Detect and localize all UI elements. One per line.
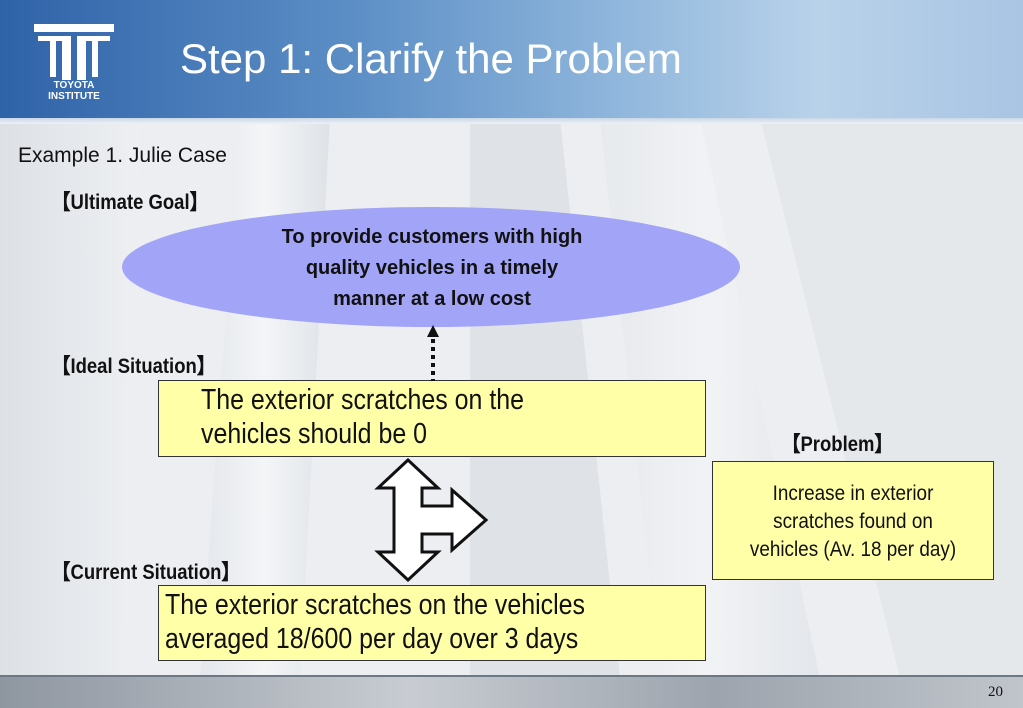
ultimate-goal-line3: manner at a low cost bbox=[333, 288, 531, 310]
example-subtitle: Example 1. Julie Case bbox=[18, 144, 227, 167]
ideal-situation-label: 【Ideal Situation】 bbox=[52, 355, 216, 378]
ideal-situation-line2: vehicles should be 0 bbox=[201, 418, 428, 450]
slide-title: Step 1: Clarify the Problem bbox=[180, 35, 682, 82]
gap-arrow-icon bbox=[374, 458, 489, 582]
ultimate-goal-line1: To provide customers with high bbox=[281, 226, 583, 248]
footer-bar bbox=[0, 677, 1023, 708]
ultimate-goal-text: To provide customers with high quality v… bbox=[212, 222, 652, 315]
current-situation-label: 【Current Situation】 bbox=[52, 561, 240, 584]
header-separator bbox=[0, 118, 1023, 124]
ultimate-goal-line2: quality vehicles in a timely bbox=[305, 257, 559, 279]
current-situation-box: The exterior scratches on the vehicles a… bbox=[158, 585, 706, 661]
toyota-institute-logo bbox=[34, 24, 114, 80]
current-situation-line1: The exterior scratches on the vehicles bbox=[165, 589, 586, 621]
current-situation-text: The exterior scratches on the vehicles a… bbox=[165, 588, 585, 656]
ultimate-goal-label: 【Ultimate Goal】 bbox=[52, 191, 209, 214]
problem-label: 【Problem】 bbox=[782, 433, 893, 456]
logo-text-line2: INSTITUTE bbox=[48, 91, 100, 102]
problem-line2: scratches found on bbox=[773, 510, 933, 533]
page-number: 20 bbox=[988, 684, 1003, 700]
problem-box: Increase in exterior scratches found on … bbox=[712, 461, 994, 580]
ultimate-goal-ellipse bbox=[122, 207, 740, 327]
logo-text: TOYOTA INSTITUTE bbox=[28, 80, 120, 102]
header-banner bbox=[0, 0, 1023, 118]
problem-line3: vehicles (Av. 18 per day) bbox=[749, 538, 957, 561]
ideal-situation-box: The exterior scratches on the vehicles s… bbox=[158, 380, 706, 457]
footer-divider bbox=[0, 675, 1023, 677]
problem-line1: Increase in exterior bbox=[772, 482, 934, 505]
current-situation-line2: averaged 18/600 per day over 3 days bbox=[165, 623, 579, 655]
dotted-up-arrow-icon bbox=[427, 325, 439, 381]
ideal-situation-text: The exterior scratches on the vehicles s… bbox=[201, 383, 524, 451]
logo-text-line1: TOYOTA bbox=[53, 80, 95, 91]
problem-text: Increase in exterior scratches found on … bbox=[727, 480, 979, 564]
ideal-situation-line1: The exterior scratches on the bbox=[201, 384, 524, 416]
